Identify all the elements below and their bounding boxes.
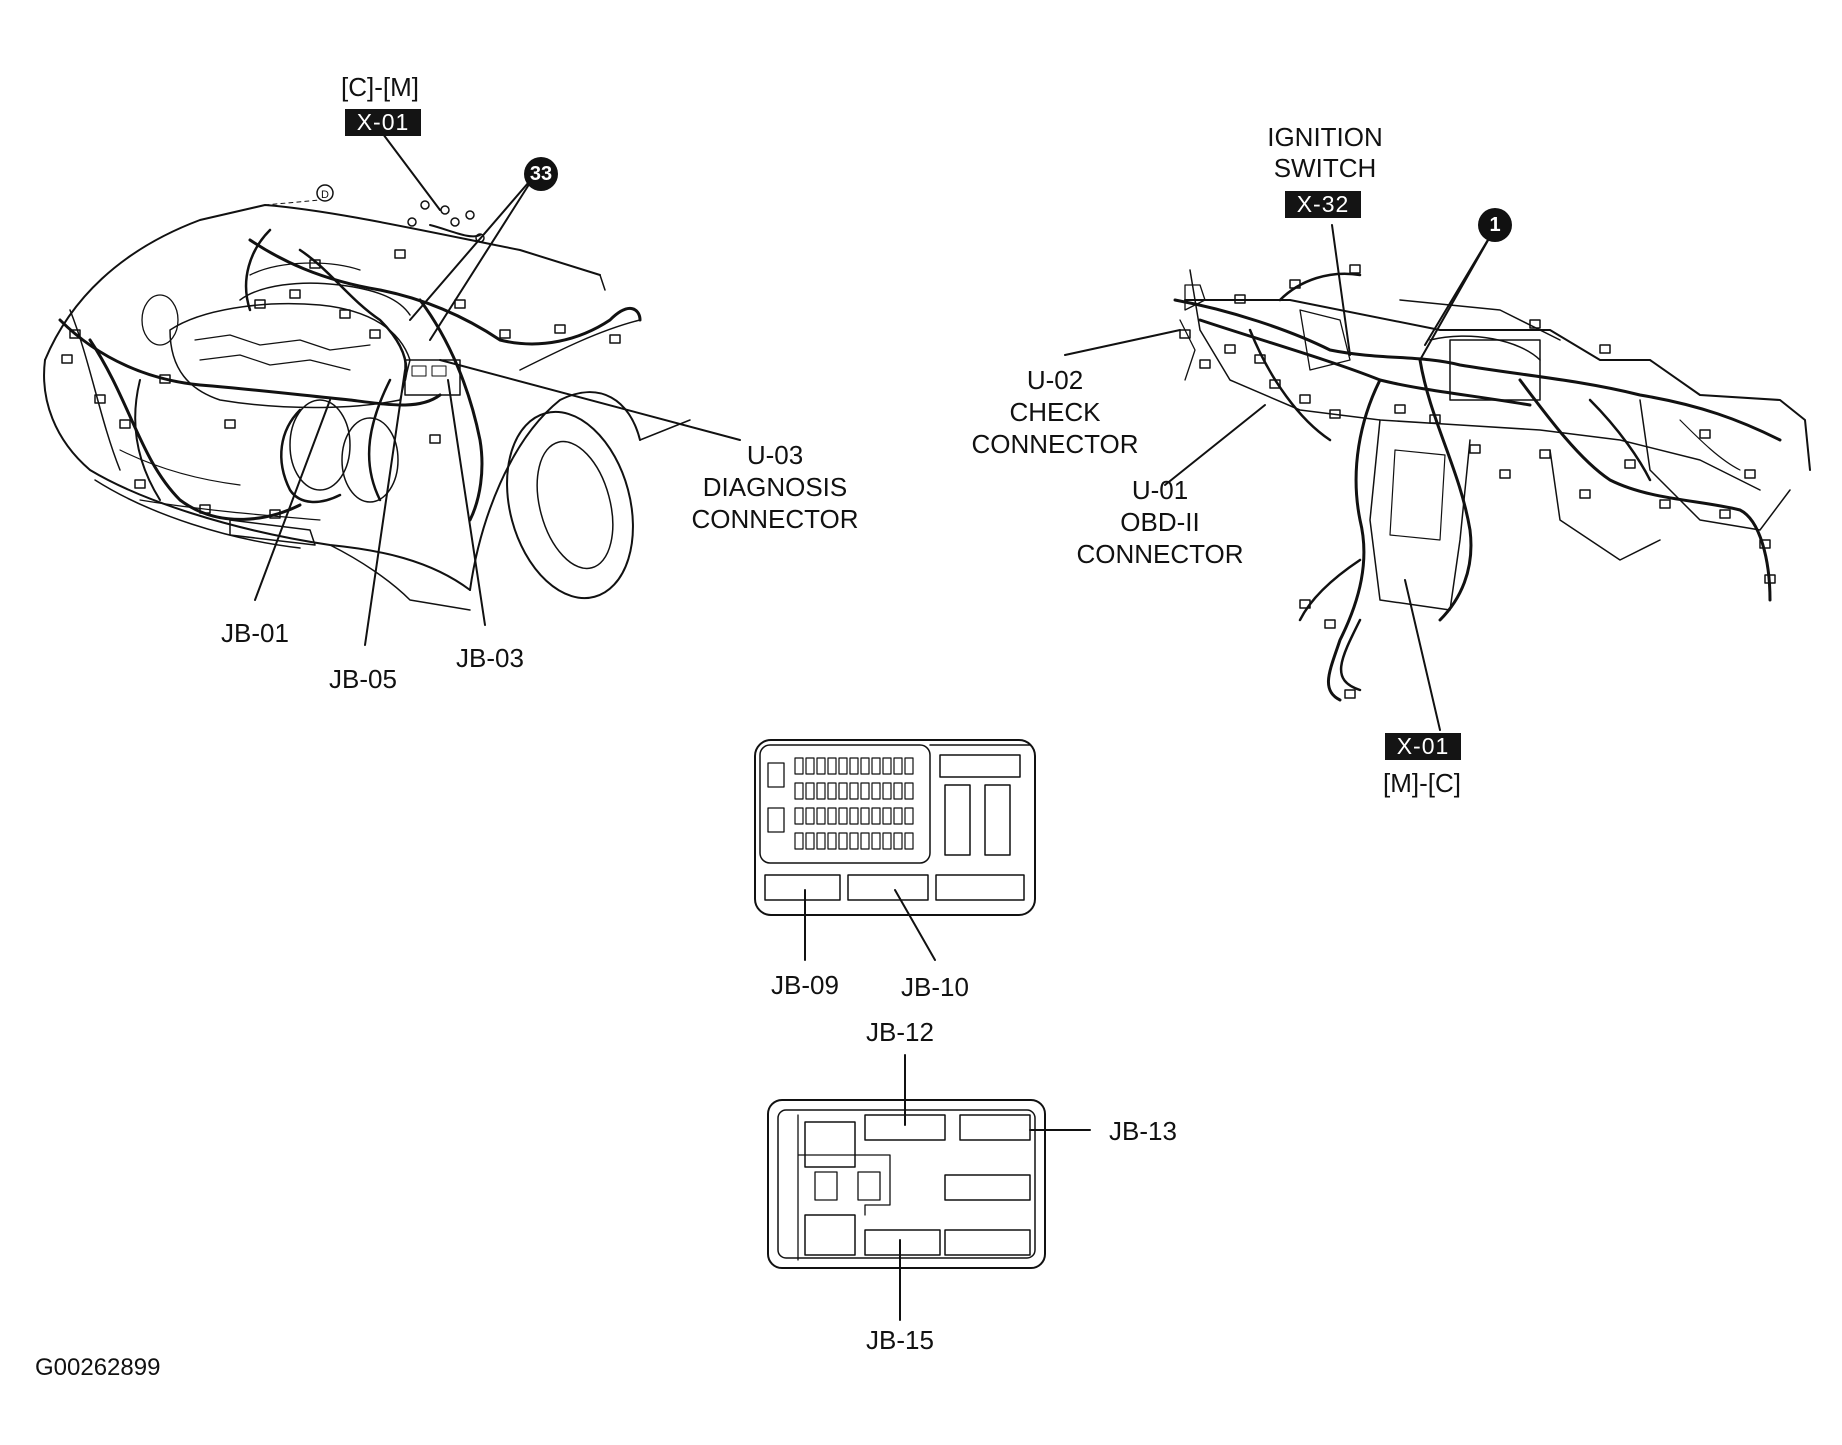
jb-13-label: JB-13 [1109, 1116, 1177, 1146]
fuse-slot [827, 807, 837, 825]
jb-01-label: JB-01 [221, 618, 289, 648]
fuse-slot [893, 757, 903, 775]
fuse-slot [849, 807, 859, 825]
fuse-slot [882, 832, 892, 850]
fuse-slot [794, 832, 804, 850]
fuse-slot [871, 782, 881, 800]
fuse-slot [816, 782, 826, 800]
fuse-slot [904, 807, 914, 825]
fuse-slot [860, 782, 870, 800]
fuse-slot [838, 807, 848, 825]
junction-block-lower-drawing [767, 1054, 1091, 1321]
fuse-slot [860, 807, 870, 825]
obd-connector-code: U-01 [1131, 475, 1189, 505]
fuse-slot [838, 757, 848, 775]
fuse-slot [882, 757, 892, 775]
diagnosis-connector-suffix: CONNECTOR [691, 504, 859, 534]
fuse-slot [871, 807, 881, 825]
fuse-slot [860, 757, 870, 775]
fuse-slot [904, 757, 914, 775]
callout-1-badge: 1 [1478, 208, 1512, 242]
fuse-slot [827, 832, 837, 850]
fuse-slot [860, 832, 870, 850]
fuse-slot [838, 832, 848, 850]
fuse-slot [838, 782, 848, 800]
engine-harness-ref: [C]-[M] [341, 72, 419, 102]
junction-block-upper-drawing [754, 739, 1036, 961]
fuse-slot [816, 807, 826, 825]
jb-10-label: JB-10 [901, 972, 969, 1002]
obd-connector-suffix: CONNECTOR [1076, 539, 1244, 569]
ignition-switch-line1: IGNITION [1267, 122, 1383, 152]
jb-03-label: JB-03 [456, 643, 524, 673]
fuse-slot [805, 832, 815, 850]
fuse-slot [849, 782, 859, 800]
svg-text:D: D [321, 189, 329, 201]
fuse-slot [805, 782, 815, 800]
fuse-slot [816, 757, 826, 775]
dashboard-harness-ref: [M]-[C] [1383, 768, 1461, 798]
fuse-slot [794, 807, 804, 825]
dashboard-illustration [1064, 224, 1811, 731]
obd-connector-name: OBD-II [1120, 507, 1200, 537]
fuse-slot [904, 782, 914, 800]
fuse-slot [794, 782, 804, 800]
fuse-slot [805, 807, 815, 825]
check-connector-suffix: CONNECTOR [971, 429, 1139, 459]
fuse-slot [893, 807, 903, 825]
check-connector-code: U-02 [1026, 365, 1084, 395]
fuse-slot [805, 757, 815, 775]
ignition-switch-line2: SWITCH [1273, 153, 1377, 183]
callout-33-badge: 33 [524, 157, 558, 191]
diagnosis-connector-name: DIAGNOSIS [702, 472, 848, 502]
dashboard-harness-tag: X-01 [1385, 733, 1461, 760]
fuse-slot [871, 832, 881, 850]
jb-09-label: JB-09 [771, 970, 839, 1000]
engine-harness-tag: X-01 [345, 109, 421, 136]
fuse-slot [882, 782, 892, 800]
fuse-slot [794, 757, 804, 775]
fuse-slot [871, 757, 881, 775]
jb-15-label: JB-15 [866, 1325, 934, 1355]
engine-bay-illustration: D [43, 129, 741, 646]
figure-code: G00262899 [35, 1354, 161, 1381]
fuse-slot [816, 832, 826, 850]
jb-12-label: JB-12 [866, 1017, 934, 1047]
fuse-slot [849, 832, 859, 850]
fuse-slot [827, 782, 837, 800]
fuse-slot [893, 782, 903, 800]
fuse-slot [827, 757, 837, 775]
fuse-slot [904, 832, 914, 850]
ignition-switch-tag: X-32 [1285, 191, 1361, 218]
jb-05-label: JB-05 [329, 664, 397, 694]
fuse-slot [882, 807, 892, 825]
check-connector-name: CHECK [1009, 397, 1101, 427]
diagnosis-connector-code: U-03 [746, 440, 804, 470]
fuse-slot [849, 757, 859, 775]
fuse-slot [893, 832, 903, 850]
